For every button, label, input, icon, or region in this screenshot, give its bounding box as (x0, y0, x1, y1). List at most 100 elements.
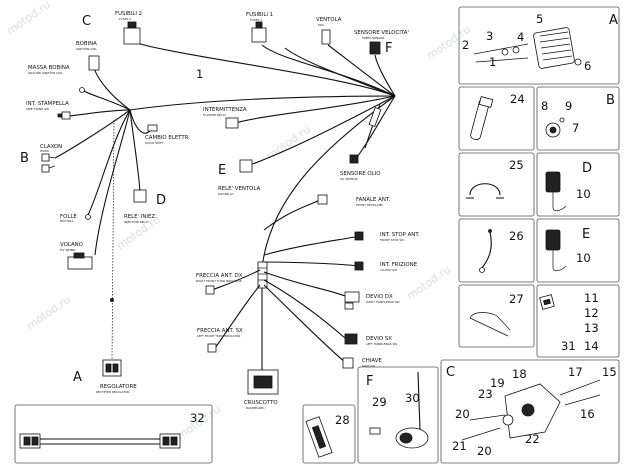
label-freccia-ant-dx: FRECCIA ANT. DX (196, 273, 243, 279)
svg-text:4: 4 (517, 30, 524, 44)
label-freccia-ant-sx: FRECCIA ANT. SX (197, 328, 243, 334)
speed-sensor-connector (369, 41, 381, 55)
svg-text:11: 11 (584, 291, 599, 305)
svg-text:FRONT STOP SW: FRONT STOP SW (380, 238, 404, 242)
inset-f (357, 366, 439, 464)
label-regolatore: REGOLATORE (100, 384, 137, 390)
svg-text:FLY WHEEL: FLY WHEEL (60, 248, 76, 252)
label-claxon: CLAXON (40, 144, 62, 150)
label-fusibili-1: FUSIBILI 1 (246, 12, 273, 18)
label-volano: VOLANO (60, 242, 83, 248)
inset-25 (458, 152, 535, 217)
svg-text:27: 27 (509, 292, 524, 306)
inset-f-letter: F (366, 374, 373, 389)
svg-text:29: 29 (372, 395, 387, 409)
svg-text:31: 31 (561, 339, 576, 353)
ignition-coil-connector (88, 55, 100, 71)
svg-text:6: 6 (584, 59, 591, 73)
inset-c (440, 359, 620, 464)
svg-text:FRONT HEADLAMP: FRONT HEADLAMP (356, 203, 383, 207)
svg-text:MAIN SW: MAIN SW (362, 364, 375, 368)
svg-text:23: 23 (478, 387, 493, 401)
svg-text:SIDE STAND SW: SIDE STAND SW (26, 107, 49, 111)
label-fanale-ant: FANALE ANT. (356, 197, 391, 203)
inset-panels: A 5 2 3 4 1 6 24 B 8 9 7 25 D 10 (14, 6, 620, 464)
label-intermittenza: INTERMITTENZA (203, 107, 247, 113)
label-devio-dx: DEVIO DX (366, 294, 393, 300)
svg-text:8: 8 (541, 99, 548, 113)
label-sensore-velocita: SENSORE VELOCITA' (354, 30, 409, 36)
svg-text:RIGHT HANDLEBAR SW: RIGHT HANDLEBAR SW (366, 300, 400, 304)
inset-e-letter: E (582, 227, 590, 242)
svg-text:15: 15 (602, 365, 617, 379)
label-bobina: BOBINA (76, 41, 97, 47)
connectors (41, 21, 382, 395)
svg-text:3: 3 (486, 29, 493, 43)
fan-relay (239, 159, 253, 173)
svg-text:10: 10 (576, 251, 591, 265)
callout-a: A (73, 370, 82, 385)
label-sensore-olio: SENSORE OLIO (340, 171, 380, 177)
label-fusibili-2: FUSIBILI 2 (115, 11, 142, 17)
fuse-box-1 (251, 27, 267, 43)
inset-c-letter: C (446, 365, 455, 380)
svg-text:5: 5 (536, 12, 543, 26)
inset-26 (458, 218, 535, 283)
svg-text:20: 20 (455, 407, 470, 421)
svg-text:HORN: HORN (40, 149, 49, 153)
svg-text:21: 21 (452, 439, 467, 453)
inset-d (536, 152, 620, 217)
svg-text:12: 12 (584, 306, 599, 320)
svg-text:GROUND IGNITION COIL: GROUND IGNITION COIL (28, 71, 63, 75)
label-cambio-elettr: CAMBIO ELETTR. (145, 135, 190, 141)
svg-text:14: 14 (584, 339, 599, 353)
svg-text:19: 19 (490, 376, 505, 390)
svg-text:9: 9 (565, 99, 572, 113)
wire-labels: 1 FUSIBILI 2 FUSES 2 FUSIBILI 1 FUSES 1 … (26, 11, 420, 410)
svg-text:SPEED SENSOR: SPEED SENSOR (362, 36, 384, 40)
svg-text:FAN RELAY: FAN RELAY (218, 192, 234, 196)
svg-text:7: 7 (572, 121, 579, 135)
callout-b: B (20, 151, 29, 166)
label-int-stampella: INT. STAMPELLA (26, 101, 69, 107)
inset-b-letter: B (606, 93, 615, 108)
inset-e (536, 218, 620, 283)
wiring-callouts: C B D E F A (20, 14, 392, 385)
fuse-box-2 (123, 27, 141, 45)
inset-b (536, 86, 620, 151)
svg-text:LEFT HANDLEBAR SW: LEFT HANDLEBAR SW (366, 342, 397, 346)
label-int-frizione: INT. FRIZIONE (380, 262, 418, 268)
svg-text:13: 13 (584, 321, 599, 335)
svg-text:OIL SENSOR: OIL SENSOR (340, 177, 358, 181)
flywheel-connector (67, 256, 93, 270)
svg-text:16: 16 (580, 407, 595, 421)
svg-text:QUICK SHIFT: QUICK SHIFT (145, 141, 164, 145)
svg-text:INJECTION RELAY: INJECTION RELAY (124, 220, 149, 224)
svg-text:1: 1 (489, 55, 496, 69)
svg-text:FLASHER RELAY: FLASHER RELAY (203, 113, 226, 117)
svg-text:NEUTRAL: NEUTRAL (60, 219, 74, 223)
main-harness (54, 41, 396, 375)
inset-27 (458, 284, 535, 348)
svg-text:26: 26 (509, 229, 524, 243)
svg-text:motod.ru: motod.ru (4, 0, 53, 37)
inset-32 (14, 404, 213, 464)
svg-text:22: 22 (525, 432, 540, 446)
flasher-relay (225, 117, 239, 129)
svg-text:motod.ru: motod.ru (404, 263, 453, 303)
inset-24 (458, 86, 535, 151)
svg-text:17: 17 (568, 365, 583, 379)
label-devio-sx: DEVIO SX (366, 336, 392, 342)
callout-c: C (82, 14, 91, 29)
svg-text:30: 30 (405, 391, 420, 405)
fan-connector (321, 29, 331, 45)
svg-text:24: 24 (510, 92, 525, 106)
svg-text:18: 18 (512, 367, 527, 381)
label-rele-ventola: RELE' VENTOLA (218, 186, 261, 192)
label-folle: FOLLE (60, 214, 77, 220)
svg-text:10: 10 (576, 187, 591, 201)
svg-text:IGNITION COIL: IGNITION COIL (76, 47, 97, 51)
inset-a (458, 6, 620, 85)
